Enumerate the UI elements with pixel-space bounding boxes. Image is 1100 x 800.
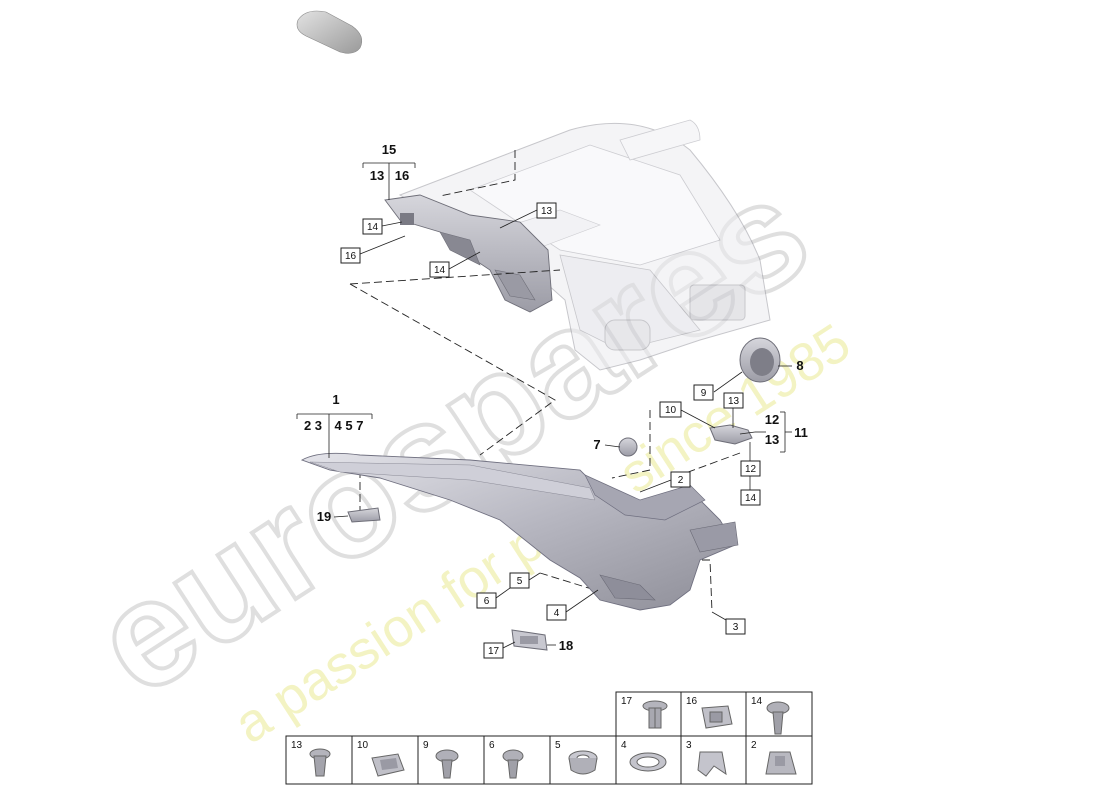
group-11: 12 13 11: [739, 411, 808, 453]
callout-3: 3: [711, 611, 746, 635]
cell-label-14: 14: [751, 696, 763, 707]
callout-12: 12: [740, 442, 761, 477]
callout-16: 16: [340, 235, 406, 264]
callout-10: 10: [659, 401, 716, 429]
fastener-bottom-row: 13 10 9 6 5 4 3 2: [285, 735, 813, 785]
side-trim-panel: [300, 452, 739, 611]
speaker-grille-part: [739, 337, 781, 383]
cell-label-3: 3: [686, 740, 692, 751]
cell-label-10: 10: [357, 740, 369, 751]
sealing-ring-icon: [629, 752, 667, 772]
label-8: 8: [796, 358, 803, 373]
plug-clip-icon: [765, 751, 797, 775]
svg-text:6: 6: [484, 596, 490, 607]
callout-13b: 13: [723, 392, 744, 428]
group-1-top: 1: [332, 392, 339, 407]
svg-text:13: 13: [541, 206, 553, 217]
callout-14a: 14: [362, 218, 403, 235]
flange-screw-icon: [502, 749, 524, 779]
gasket-part: [511, 629, 548, 651]
svg-text:5: 5: [517, 576, 523, 587]
pan-head-screw-icon: [435, 749, 459, 779]
retaining-clip-icon: [697, 751, 727, 777]
cell-label-9: 9: [423, 740, 429, 751]
svg-text:14: 14: [745, 493, 757, 504]
label-18: 18: [559, 638, 573, 653]
group-1: 1 2 3 4 5 7: [296, 392, 373, 458]
svg-text:10: 10: [665, 405, 677, 416]
svg-text:17: 17: [488, 646, 500, 657]
cell-label-16: 16: [686, 696, 698, 707]
expansion-rivet-icon: [309, 748, 331, 777]
cross-member-bracket: [384, 194, 553, 313]
svg-text:9: 9: [701, 388, 707, 399]
screw-icon: [766, 701, 790, 735]
lamp-part: [347, 507, 381, 523]
group-11-right: 11: [794, 425, 808, 440]
group-11-bottom: 13: [765, 432, 779, 447]
group-15-top: 15: [382, 142, 396, 157]
group-15-left: 13: [370, 168, 384, 183]
svg-text:4: 4: [554, 608, 560, 619]
group-15: 15 13 16: [362, 142, 416, 200]
bold-labels: 7 8 18 19: [317, 358, 804, 653]
cell-label-5: 5: [555, 740, 561, 751]
group-1-a: 2 3: [304, 418, 322, 433]
callout-14c: 14: [740, 476, 761, 506]
callout-6: 6: [476, 587, 511, 609]
group-1-b: 4 5 7: [335, 418, 364, 433]
callout-9: 9: [693, 371, 743, 401]
cap-part: [618, 437, 638, 457]
clip-nut-icon: [701, 705, 733, 729]
push-rivet-icon: [642, 700, 668, 729]
group-15-right: 16: [395, 168, 409, 183]
svg-text:14: 14: [367, 222, 379, 233]
svg-text:2: 2: [678, 475, 684, 486]
callout-14b: 14: [429, 251, 481, 278]
callout-4: 4: [546, 589, 599, 621]
car-silhouette-icon: [296, 10, 363, 54]
label-19: 19: [317, 509, 331, 524]
grommet-icon: [568, 750, 598, 775]
cell-label-2: 2: [751, 740, 757, 751]
svg-text:3: 3: [733, 622, 739, 633]
spring-clip-icon: [371, 753, 405, 777]
clip-bracket-part: [709, 424, 753, 445]
svg-text:14: 14: [434, 265, 446, 276]
callout-2: 2: [639, 471, 691, 493]
cell-label-6: 6: [489, 740, 495, 751]
svg-text:16: 16: [345, 251, 357, 262]
callout-5: 5: [509, 572, 541, 589]
svg-text:13: 13: [728, 396, 740, 407]
callout-13a: 13: [499, 202, 557, 229]
fastener-table: 17 16 14: [285, 691, 813, 785]
label-7: 7: [593, 437, 600, 452]
cell-label-4: 4: [621, 740, 627, 751]
group-11-top: 12: [765, 412, 779, 427]
cell-label-17: 17: [621, 696, 633, 707]
svg-text:12: 12: [745, 464, 757, 475]
callout-17: 17: [483, 641, 516, 659]
cell-label-13: 13: [291, 740, 303, 751]
